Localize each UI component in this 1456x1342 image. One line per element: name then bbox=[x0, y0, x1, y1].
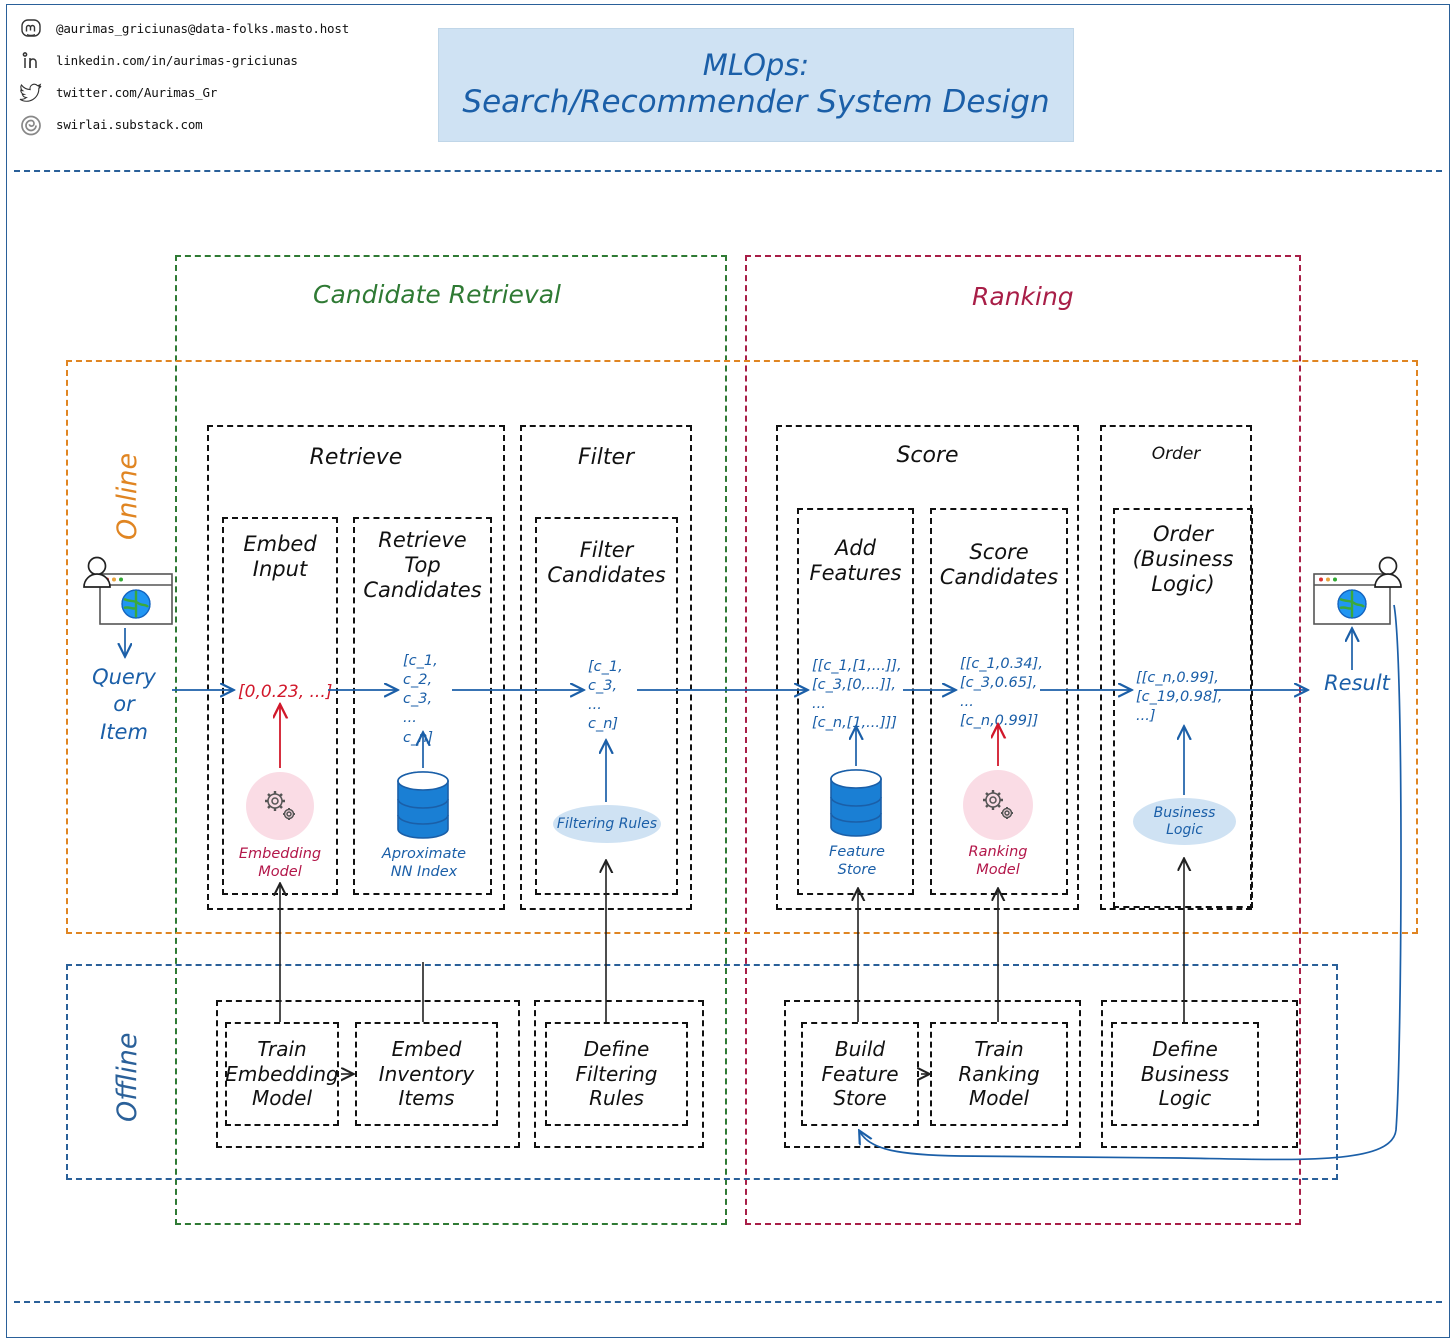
ranking-model-label: Ranking Model bbox=[968, 844, 1028, 879]
substack-url: swirlai.substack.com bbox=[56, 117, 203, 132]
substack-swirl-icon bbox=[16, 112, 46, 138]
mastodon-handle: @aurimas_griciunas@data-folks.masto.host bbox=[56, 21, 350, 36]
ann-index-label: Aproximate NN Index bbox=[381, 846, 467, 881]
twitter-icon bbox=[16, 80, 46, 106]
header-divider bbox=[14, 170, 1442, 172]
stage-title-retrieve: Retrieve bbox=[309, 445, 403, 470]
zone-candidate-retrieval bbox=[175, 255, 727, 1225]
offline-step-train-ranking-model: Train Ranking Model bbox=[930, 1022, 1068, 1126]
offline-group-embedding bbox=[216, 1000, 520, 1148]
stage-retrieve bbox=[207, 425, 505, 910]
stage-title-filter: Filter bbox=[577, 445, 635, 470]
list-item[interactable]: swirlai.substack.com bbox=[16, 110, 416, 139]
linkedin-url: linkedin.com/in/aurimas-griciunas bbox=[56, 53, 298, 68]
zone-label-ranking: Ranking bbox=[972, 282, 1074, 311]
linkedin-icon bbox=[16, 48, 46, 74]
footer-divider bbox=[14, 1301, 1442, 1303]
user-browser-input-icon bbox=[80, 552, 184, 634]
filtering-rules-shape: Filtering Rules bbox=[553, 805, 661, 843]
payload-ordered-candidates: [[c_n,0.99], [c_19,0.98], ...] bbox=[1136, 670, 1223, 725]
social-links: @aurimas_griciunas@data-folks.masto.host… bbox=[16, 14, 416, 142]
feature-store-label: Feature Store bbox=[829, 844, 885, 879]
step-title-embed-input: Embed Input bbox=[243, 532, 317, 581]
mastodon-icon bbox=[16, 16, 46, 42]
step-title-filter-candidates: Filter Candidates bbox=[547, 538, 666, 587]
list-item[interactable]: linkedin.com/in/aurimas-griciunas bbox=[16, 46, 416, 75]
offline-group-filtering bbox=[534, 1000, 704, 1148]
step-title-order-business-logic: Order (Business Logic) bbox=[1132, 522, 1234, 596]
step-title-retrieve-top: Retrieve Top Candidates bbox=[363, 528, 482, 602]
zone-label-online: Online bbox=[112, 452, 143, 540]
payload-retrieved-candidates: [c_1, c_2, c_3, ... c_n] bbox=[403, 653, 438, 746]
filtering-rules-label: Filtering Rules bbox=[556, 815, 658, 832]
offline-step-define-filtering-rules: Define Filtering Rules bbox=[545, 1022, 688, 1126]
title-line-2: Search/Recommender System Design bbox=[462, 84, 1050, 121]
step-retrieve-top-candidates bbox=[353, 517, 492, 895]
list-item[interactable]: @aurimas_griciunas@data-folks.masto.host bbox=[16, 14, 416, 43]
user-browser-result-icon bbox=[1308, 552, 1412, 634]
offline-label-build-feature-store: Build Feature Store bbox=[821, 1037, 899, 1111]
ranking-model-icon bbox=[963, 770, 1033, 840]
stage-title-order: Order bbox=[1151, 444, 1201, 464]
offline-label-train-embedding-model: Train Embedding Model bbox=[225, 1037, 339, 1111]
business-logic-shape: Business Logic bbox=[1133, 798, 1236, 845]
payload-embedding-vector: [0,0.23, ...] bbox=[238, 682, 333, 702]
input-label: Query or Item bbox=[92, 665, 156, 744]
embedding-model-label: Embedding Model bbox=[238, 846, 322, 881]
business-logic-label: Business Logic bbox=[1153, 804, 1216, 838]
page-title: MLOps: Search/Recommender System Design bbox=[438, 28, 1074, 142]
feature-store-icon bbox=[827, 768, 885, 842]
twitter-url: twitter.com/Aurimas_Gr bbox=[56, 85, 218, 100]
title-line-1: MLOps: bbox=[702, 48, 810, 83]
output-label: Result bbox=[1324, 671, 1390, 695]
page-border bbox=[6, 4, 1450, 1338]
step-title-add-features: Add Features bbox=[809, 536, 902, 585]
offline-label-train-ranking-model: Train Ranking Model bbox=[958, 1037, 1040, 1111]
offline-step-build-feature-store: Build Feature Store bbox=[801, 1022, 919, 1126]
step-title-score-candidates: Score Candidates bbox=[939, 540, 1059, 589]
zone-label-candidate-retrieval: Candidate Retrieval bbox=[313, 280, 561, 309]
embedding-model-icon bbox=[246, 772, 314, 840]
offline-step-train-embedding-model: Train Embedding Model bbox=[225, 1022, 339, 1126]
zone-online bbox=[66, 360, 1418, 934]
offline-label-embed-inventory-items: Embed Inventory Items bbox=[378, 1037, 475, 1111]
payload-scored-candidates: [[c_1,0.34], [c_3,0.65], ... [c_n,0.99]] bbox=[960, 656, 1043, 730]
stage-title-score: Score bbox=[896, 443, 959, 468]
offline-step-define-business-logic: Define Business Logic bbox=[1111, 1022, 1259, 1126]
payload-featured-candidates: [[c_1,[1,...]], [c_3,[0,...]], ... [c_n,… bbox=[812, 658, 902, 732]
ann-index-icon bbox=[394, 770, 452, 844]
zone-label-offline: Offline bbox=[112, 1032, 143, 1122]
offline-step-embed-inventory-items: Embed Inventory Items bbox=[355, 1022, 498, 1126]
payload-filtered-candidates: [c_1, c_3, ... c_n] bbox=[588, 659, 623, 733]
offline-label-define-business-logic: Define Business Logic bbox=[1140, 1037, 1230, 1111]
offline-label-define-filtering-rules: Define Filtering Rules bbox=[575, 1037, 658, 1111]
list-item[interactable]: twitter.com/Aurimas_Gr bbox=[16, 78, 416, 107]
